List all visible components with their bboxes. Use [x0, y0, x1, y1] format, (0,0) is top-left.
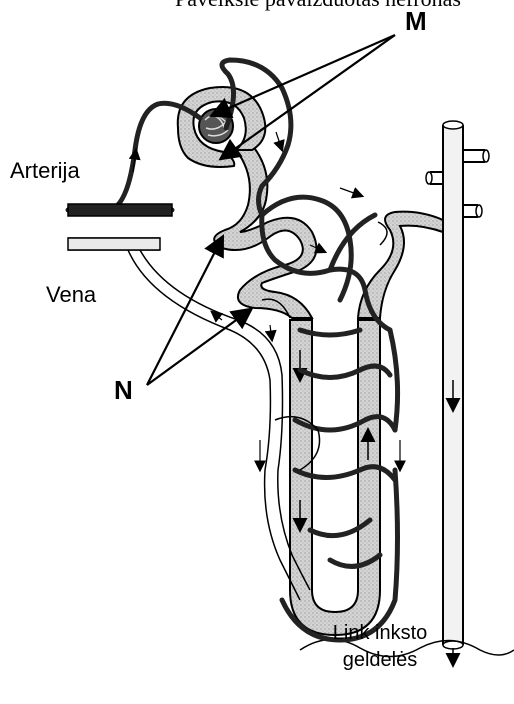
- bottom-caption-line1: Link inksto: [300, 620, 460, 647]
- label-n: N: [114, 375, 133, 406]
- label-vena: Vena: [46, 282, 96, 308]
- label-arterija: Arterija: [10, 158, 80, 184]
- dark-blood-vessels: [68, 60, 398, 640]
- convoluted-tubules: [214, 145, 443, 318]
- vein-stub: [68, 238, 160, 250]
- bottom-caption-line2: geldelės: [300, 647, 460, 674]
- label-m: M: [405, 6, 427, 37]
- n-pointer-distal: [147, 310, 250, 385]
- artery-stub: [68, 204, 172, 216]
- m-pointer-glomerulus: [213, 35, 395, 115]
- bottom-caption: Link inksto geldelės: [300, 620, 460, 674]
- collecting-duct: [426, 121, 489, 665]
- n-pointer-proximal: [147, 238, 222, 385]
